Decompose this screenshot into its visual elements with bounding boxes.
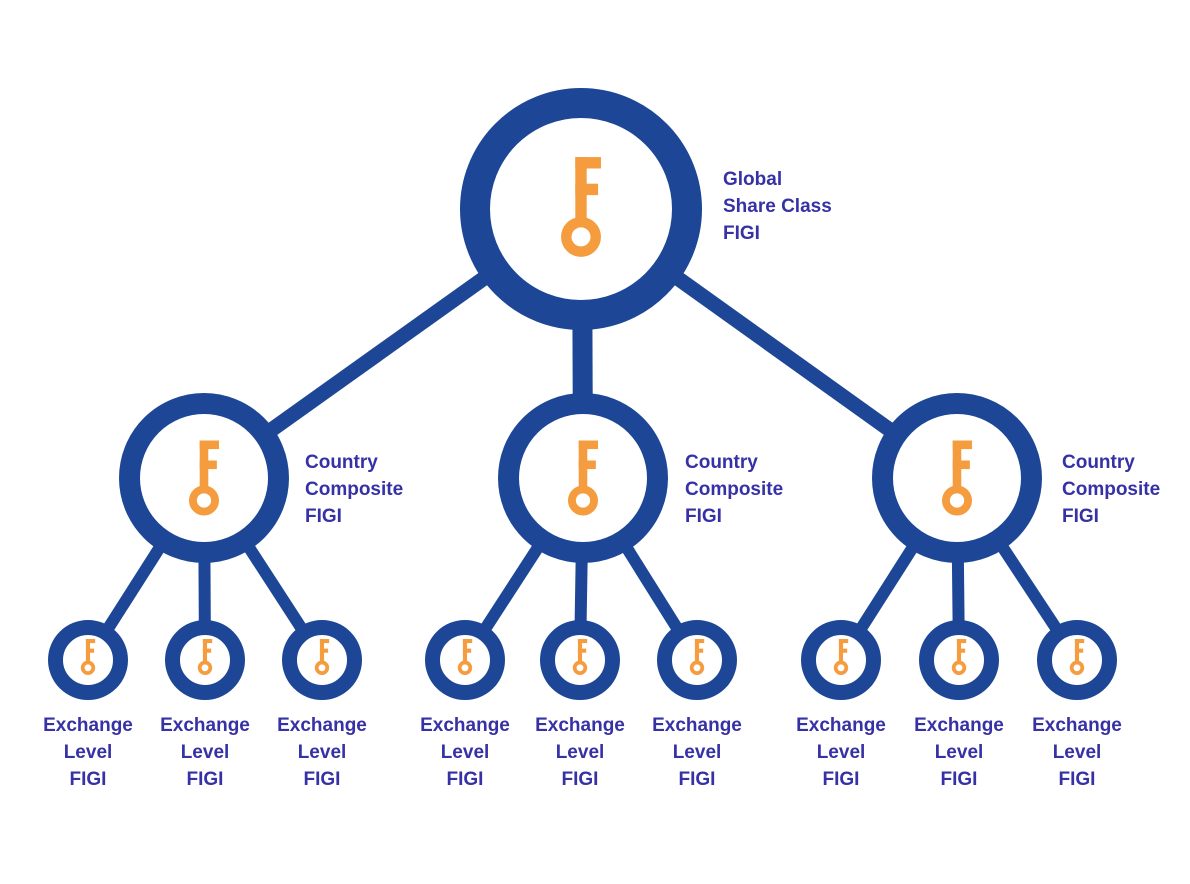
- label-line: FIGI: [685, 506, 722, 527]
- exchange-level-figi-label-9: Exchange Level FIGI: [997, 712, 1157, 793]
- label-line: Composite: [1062, 479, 1161, 500]
- label-line: FIGI: [1058, 769, 1096, 790]
- label-line: FIGI: [678, 769, 716, 790]
- exchange-level-figi-label-6: Exchange Level FIGI: [617, 712, 777, 793]
- label-line: Level: [180, 742, 230, 763]
- label-line: FIGI: [303, 769, 341, 790]
- label-line: Country: [305, 452, 378, 473]
- label-line: Level: [1052, 742, 1102, 763]
- label-line: Exchange: [796, 715, 886, 736]
- label-line: FIGI: [940, 769, 978, 790]
- country-composite-figi-label-1: Country Composite FIGI: [305, 449, 403, 530]
- label-line: FIGI: [561, 769, 599, 790]
- label-line: FIGI: [186, 769, 224, 790]
- label-line: FIGI: [446, 769, 484, 790]
- label-line: FIGI: [723, 223, 760, 244]
- label-line: FIGI: [1062, 506, 1099, 527]
- label-line: FIGI: [69, 769, 107, 790]
- exchange-level-figi-label-5: Exchange Level FIGI: [500, 712, 660, 793]
- exchange-level-figi-label-1: Exchange Level FIGI: [8, 712, 168, 793]
- label-line: Level: [297, 742, 347, 763]
- label-line: Level: [440, 742, 490, 763]
- node-circles: [48, 88, 1117, 700]
- label-line: Exchange: [420, 715, 510, 736]
- exchange-level-figi-label-2: Exchange Level FIGI: [125, 712, 285, 793]
- exchange-level-figi-label-7: Exchange Level FIGI: [761, 712, 921, 793]
- label-line: Share Class: [723, 196, 832, 217]
- exchange-level-figi-label-8: Exchange Level FIGI: [879, 712, 1039, 793]
- label-line: Level: [934, 742, 984, 763]
- label-line: Exchange: [1032, 715, 1122, 736]
- exchange-level-figi-label-4: Exchange Level FIGI: [385, 712, 545, 793]
- label-line: Exchange: [914, 715, 1004, 736]
- label-line: Country: [1062, 452, 1135, 473]
- country-composite-figi-label-3: Country Composite FIGI: [1062, 449, 1160, 530]
- label-line: Composite: [305, 479, 404, 500]
- exchange-level-figi-label-3: Exchange Level FIGI: [242, 712, 402, 793]
- label-line: Country: [685, 452, 758, 473]
- label-line: FIGI: [822, 769, 860, 790]
- label-line: Global: [723, 169, 783, 190]
- label-line: Level: [63, 742, 113, 763]
- label-line: Exchange: [535, 715, 625, 736]
- label-line: Exchange: [277, 715, 367, 736]
- label-line: Exchange: [43, 715, 133, 736]
- country-composite-figi-label-2: Country Composite FIGI: [685, 449, 783, 530]
- global-share-class-figi-label: Global Share Class FIGI: [723, 166, 832, 247]
- label-line: Exchange: [652, 715, 742, 736]
- label-line: Level: [816, 742, 866, 763]
- label-line: Level: [672, 742, 722, 763]
- label-line: Exchange: [160, 715, 250, 736]
- label-line: FIGI: [305, 506, 342, 527]
- label-line: Composite: [685, 479, 784, 500]
- label-line: Level: [555, 742, 605, 763]
